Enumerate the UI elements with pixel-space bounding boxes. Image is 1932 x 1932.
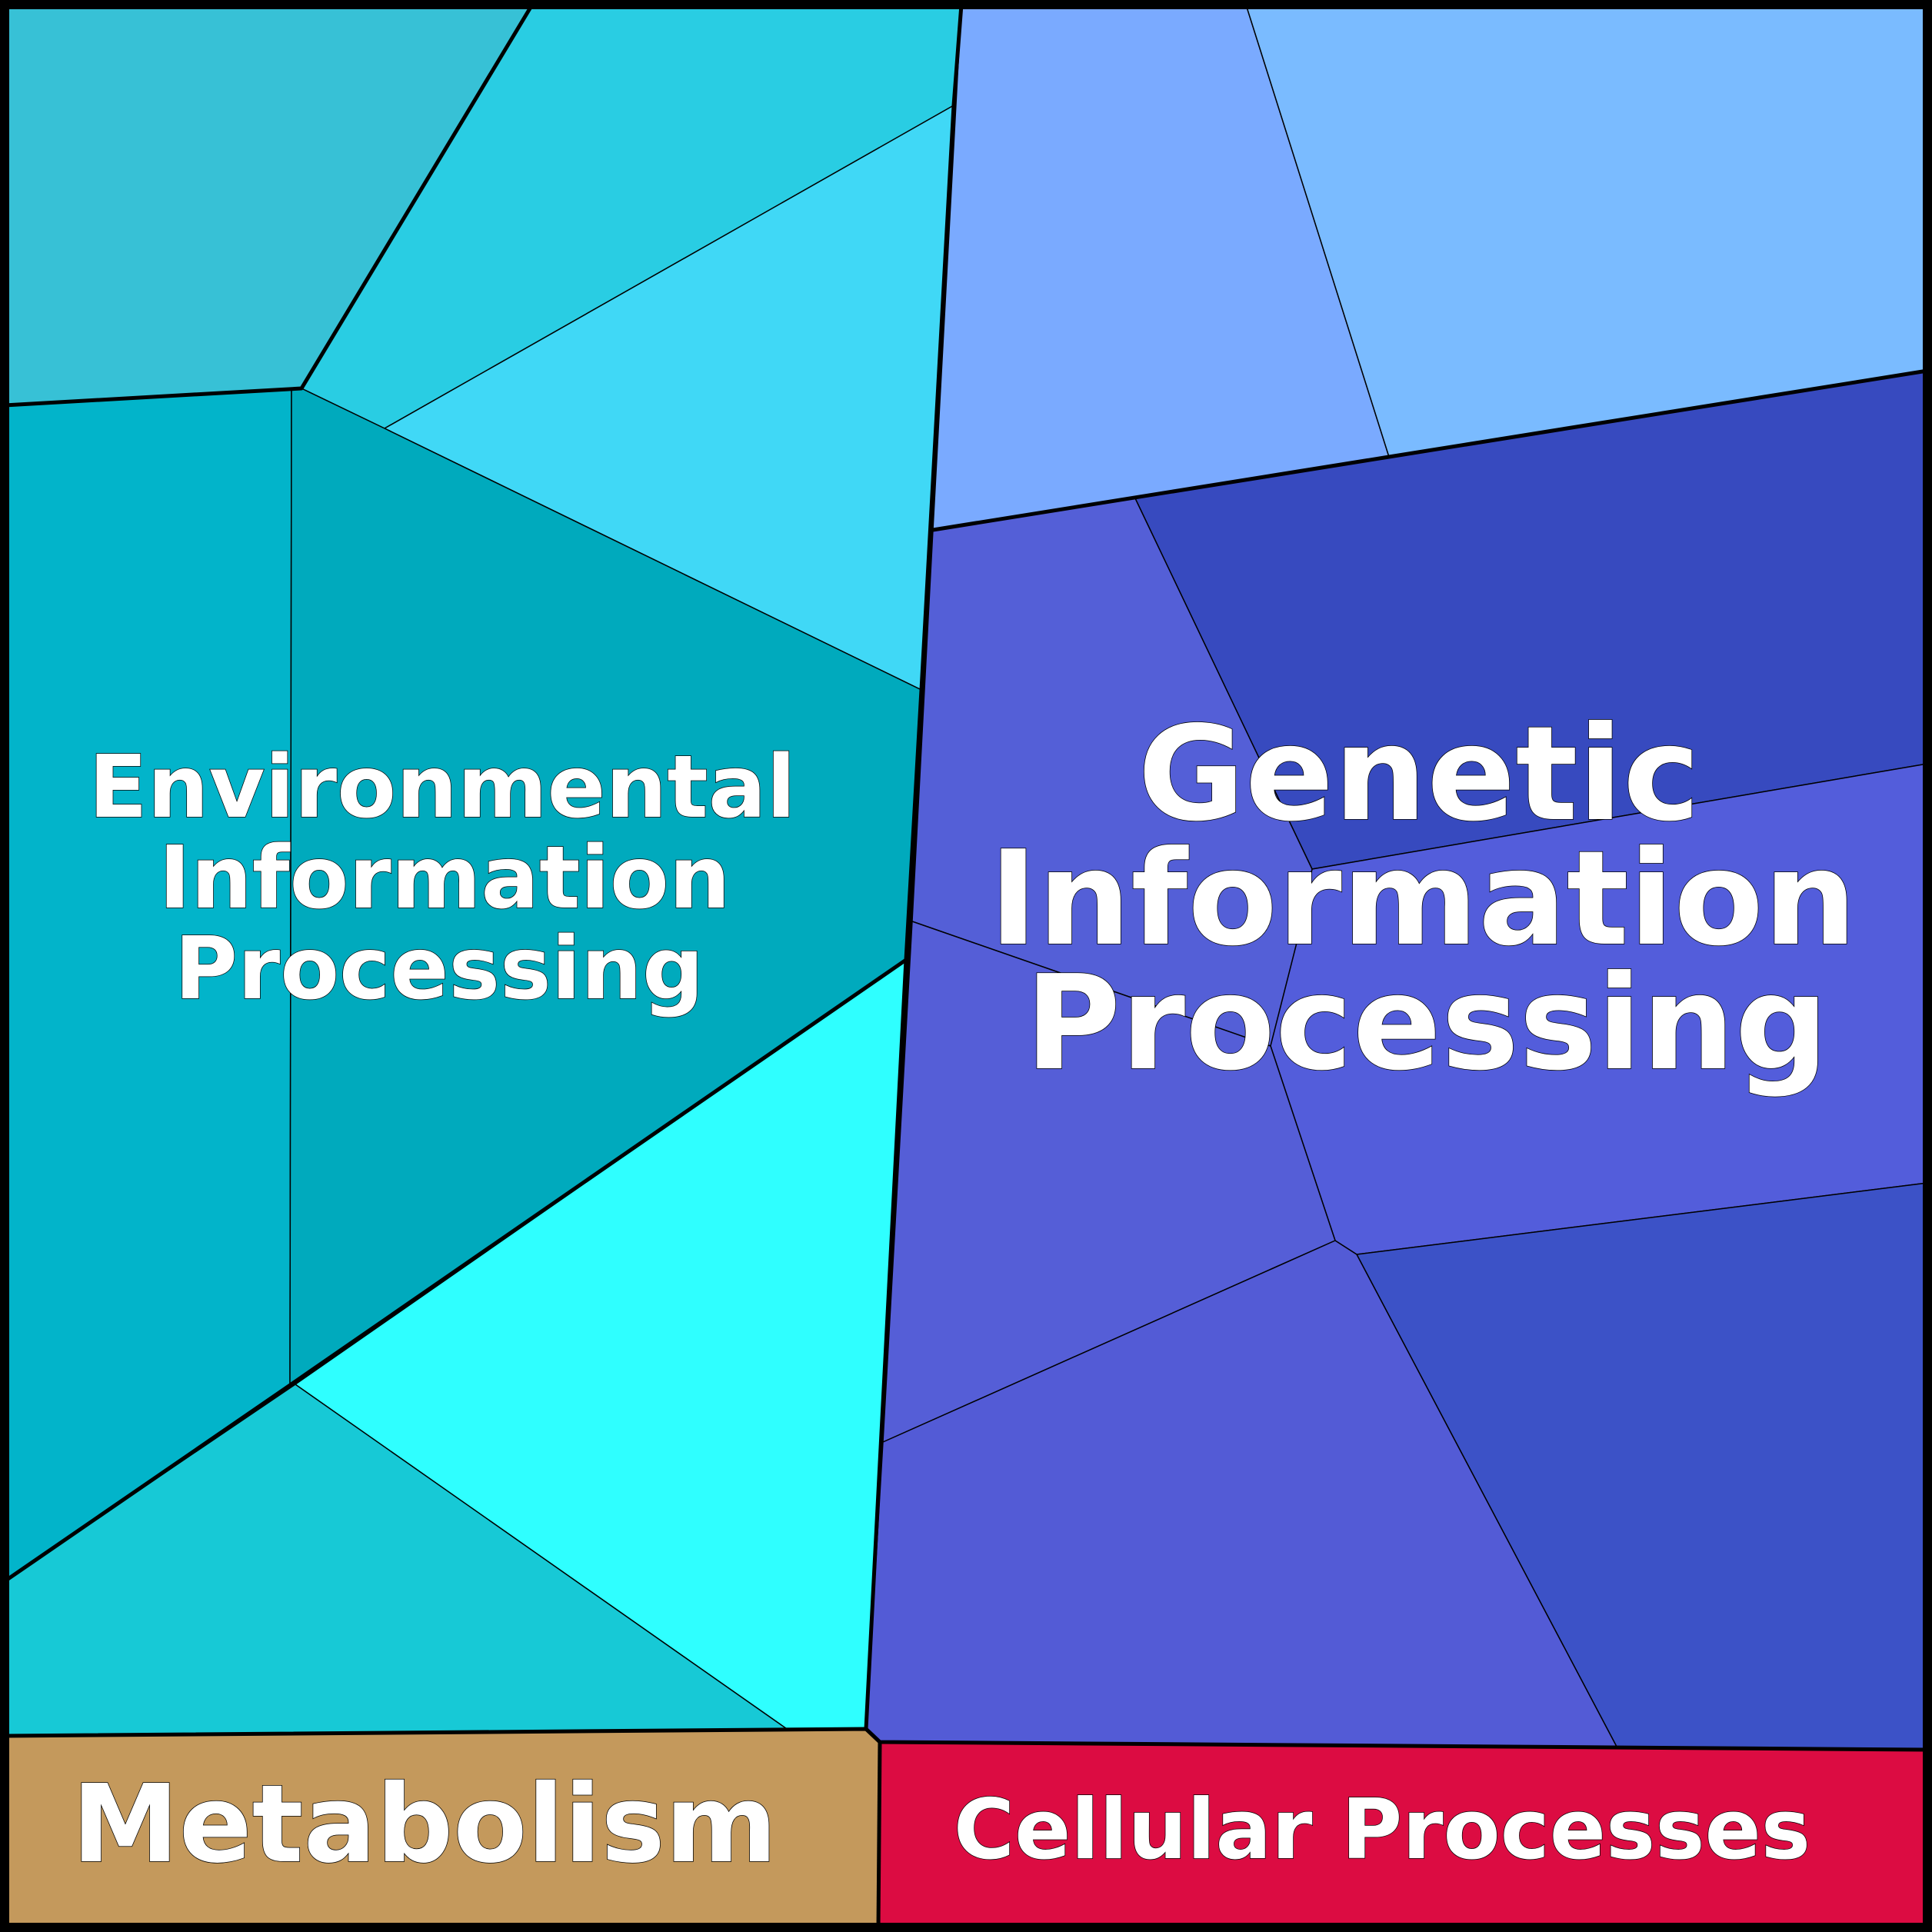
border-metabolism-cellular xyxy=(876,1741,882,1928)
border-env-gen xyxy=(864,4,964,1730)
cellular-processes-label: Cellular Processes xyxy=(954,1782,1810,1878)
genetic-label-line-2: Information xyxy=(989,823,1857,975)
environmental-region xyxy=(4,4,962,1737)
genetic-label: Genetic Information Processing xyxy=(988,698,1857,1101)
environmental-label-line-3: Processing xyxy=(175,919,704,1019)
border-env-inner xyxy=(3,958,908,1584)
environmental-label: Environmental Information Processing xyxy=(88,737,797,1020)
border-env-top xyxy=(4,3,535,408)
metabolism-label: Metabolism xyxy=(72,1762,777,1887)
genetic-label-line-1: Genetic xyxy=(1138,698,1700,851)
border-bottom-regions xyxy=(4,1727,1928,1752)
environmental-label-line-1: Environmental xyxy=(88,738,795,838)
genetic-label-line-3: Processing xyxy=(1025,948,1829,1100)
border-gen-top-bottom xyxy=(932,368,1928,532)
region-borders xyxy=(3,3,1928,1928)
environmental-label-line-2: Information xyxy=(158,828,730,928)
